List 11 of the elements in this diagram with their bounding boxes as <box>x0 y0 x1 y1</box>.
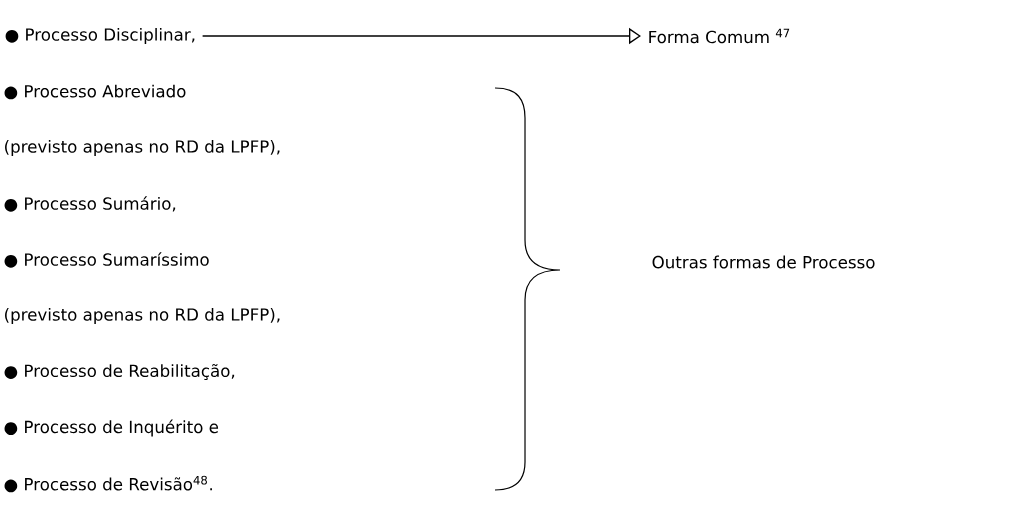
text-item: ● Processo de Reabilitação, <box>4 363 235 381</box>
text-item: Forma Comum $^{47}$ <box>649 28 790 44</box>
text-item: Outras formas de Processo <box>652 255 875 269</box>
text-item: ● Processo Sumário, <box>4 196 176 212</box>
text-item: (previsto apenas no RD da LPFP), <box>5 139 280 157</box>
text-item: (previsto apenas no RD da LPFP), <box>5 307 280 325</box>
text-item: ● Processo Disciplinar, <box>5 27 195 45</box>
text-item: ● Processo Abreviado <box>4 84 186 100</box>
text-item: ● Processo de Inquérito e <box>4 419 219 437</box>
text-item: ● Processo Sumaríssimo <box>4 252 209 268</box>
text-item: ● Processo de Revisão$^{48}$. <box>4 475 212 493</box>
